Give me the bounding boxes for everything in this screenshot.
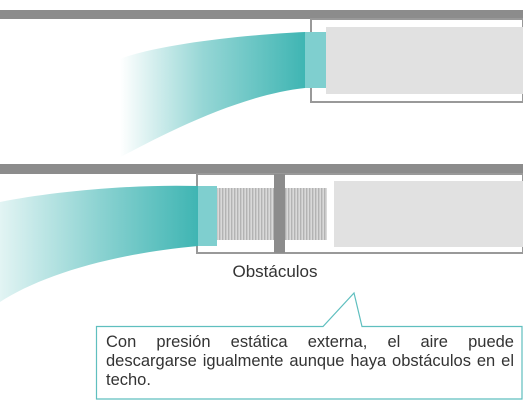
callout-box — [95, 291, 523, 400]
airflow-top-icon — [112, 32, 305, 158]
indoor-unit-bottom — [334, 181, 523, 247]
flexible-duct-icon — [217, 188, 327, 240]
airflow-bottom-icon — [0, 185, 198, 302]
callout-note: Con presión estática externa, el aire pu… — [106, 333, 514, 389]
indoor-unit-top — [326, 27, 523, 94]
obstacles-label: Obstáculos — [232, 262, 318, 281]
ceiling-bottom — [0, 164, 523, 174]
outlet-bottom — [198, 186, 217, 246]
obstacle-beam — [274, 174, 285, 253]
outlet-top — [305, 32, 326, 88]
ceiling-top — [0, 10, 523, 19]
